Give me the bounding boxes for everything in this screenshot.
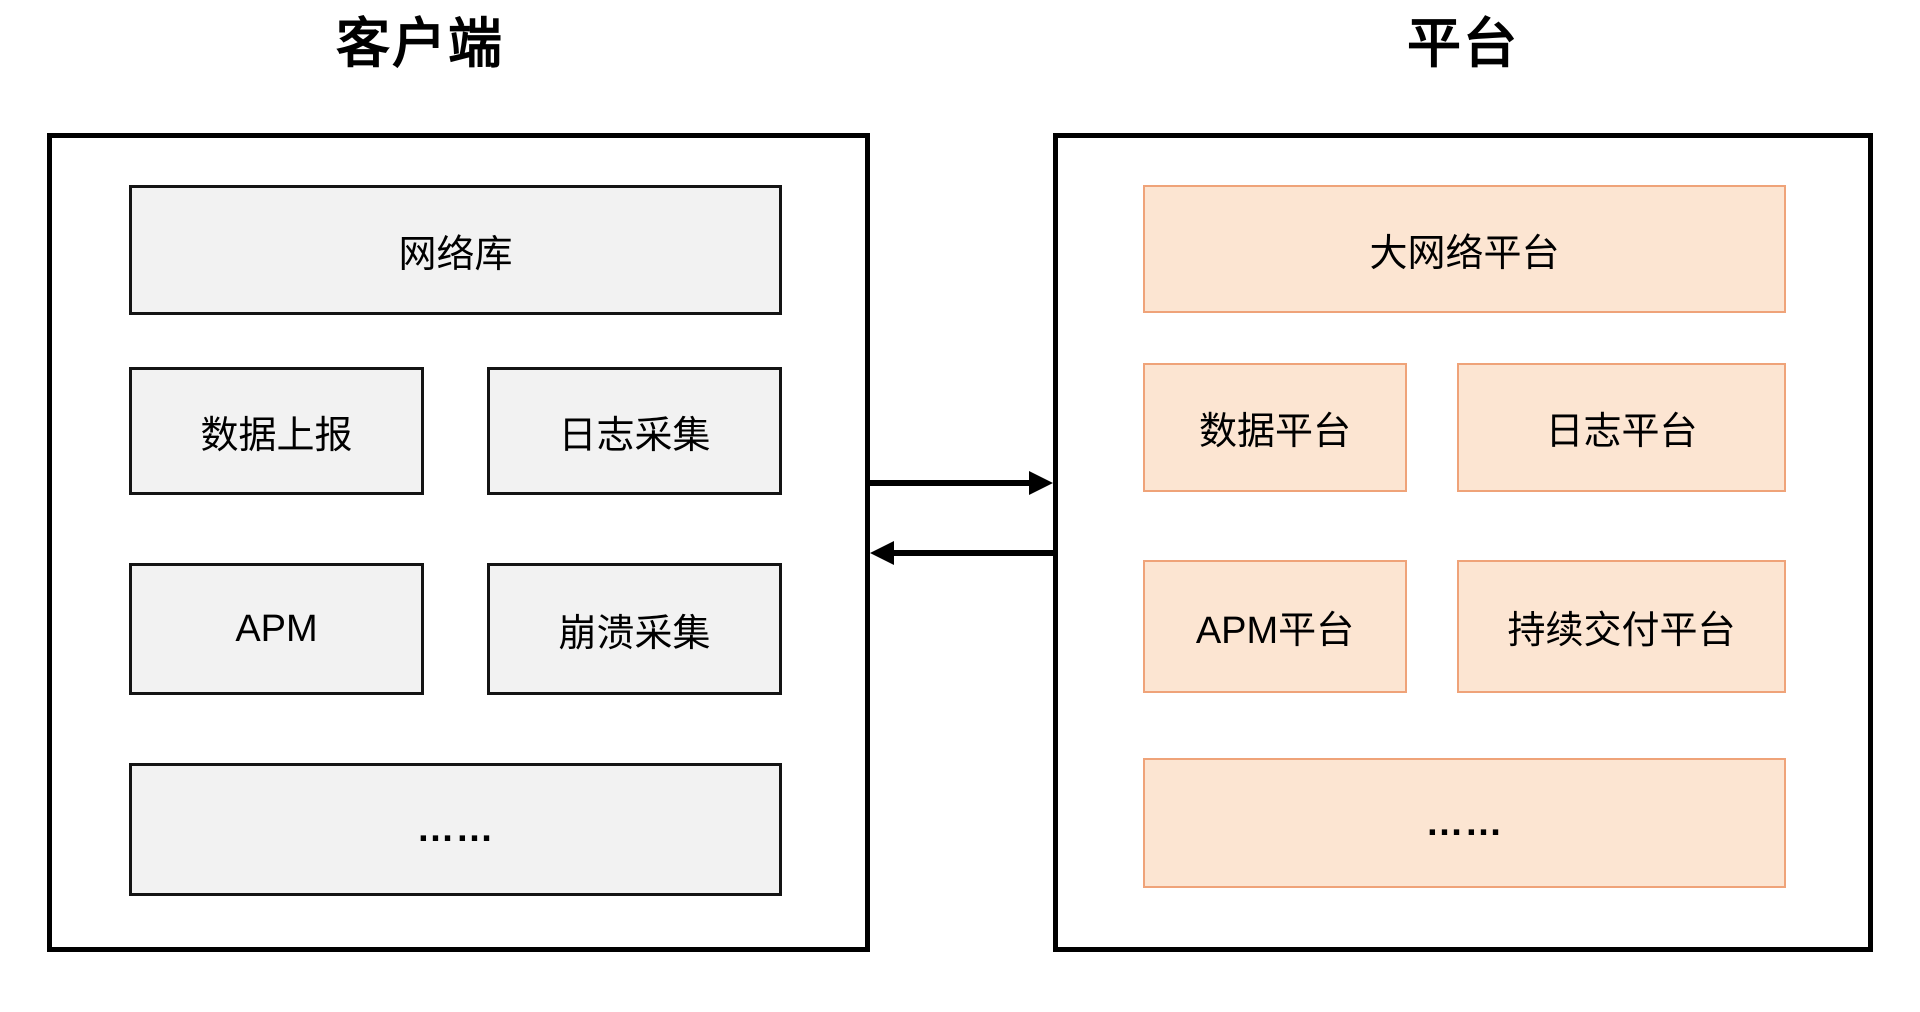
platform-box-big-network-platform: 大网络平台 bbox=[1143, 185, 1786, 313]
platform-box-log-platform: 日志平台 bbox=[1457, 363, 1786, 492]
platform-section-title: 平台 bbox=[1407, 14, 1519, 74]
client-box-crash-collection: 崩溃采集 bbox=[487, 563, 782, 695]
client-box-data-reporting: 数据上报 bbox=[129, 367, 424, 495]
client-ellipsis-label: …… bbox=[416, 808, 495, 850]
platform-box-continuous-delivery-platform: 持续交付平台 bbox=[1457, 560, 1786, 693]
client-box-log-collection: 日志采集 bbox=[487, 367, 782, 495]
platform-ellipsis-label: …… bbox=[1425, 801, 1504, 844]
client-box-ellipsis: …… bbox=[129, 763, 782, 896]
platform-to-client-arrow-line bbox=[894, 550, 1053, 556]
arrow-left-icon bbox=[870, 541, 894, 565]
platform-panel: 大网络平台 数据平台 日志平台 APM平台 持续交付平台 …… bbox=[1053, 133, 1873, 952]
client-to-platform-arrow-line bbox=[870, 480, 1031, 486]
platform-box-ellipsis: …… bbox=[1143, 758, 1786, 888]
client-box-network-library: 网络库 bbox=[129, 185, 782, 315]
platform-box-apm-platform: APM平台 bbox=[1143, 560, 1407, 693]
arrow-right-icon bbox=[1029, 471, 1053, 495]
client-panel: 网络库 数据上报 日志采集 APM 崩溃采集 …… bbox=[47, 133, 870, 952]
client-section-title: 客户端 bbox=[336, 14, 504, 74]
client-box-apm: APM bbox=[129, 563, 424, 695]
platform-box-data-platform: 数据平台 bbox=[1143, 363, 1407, 492]
